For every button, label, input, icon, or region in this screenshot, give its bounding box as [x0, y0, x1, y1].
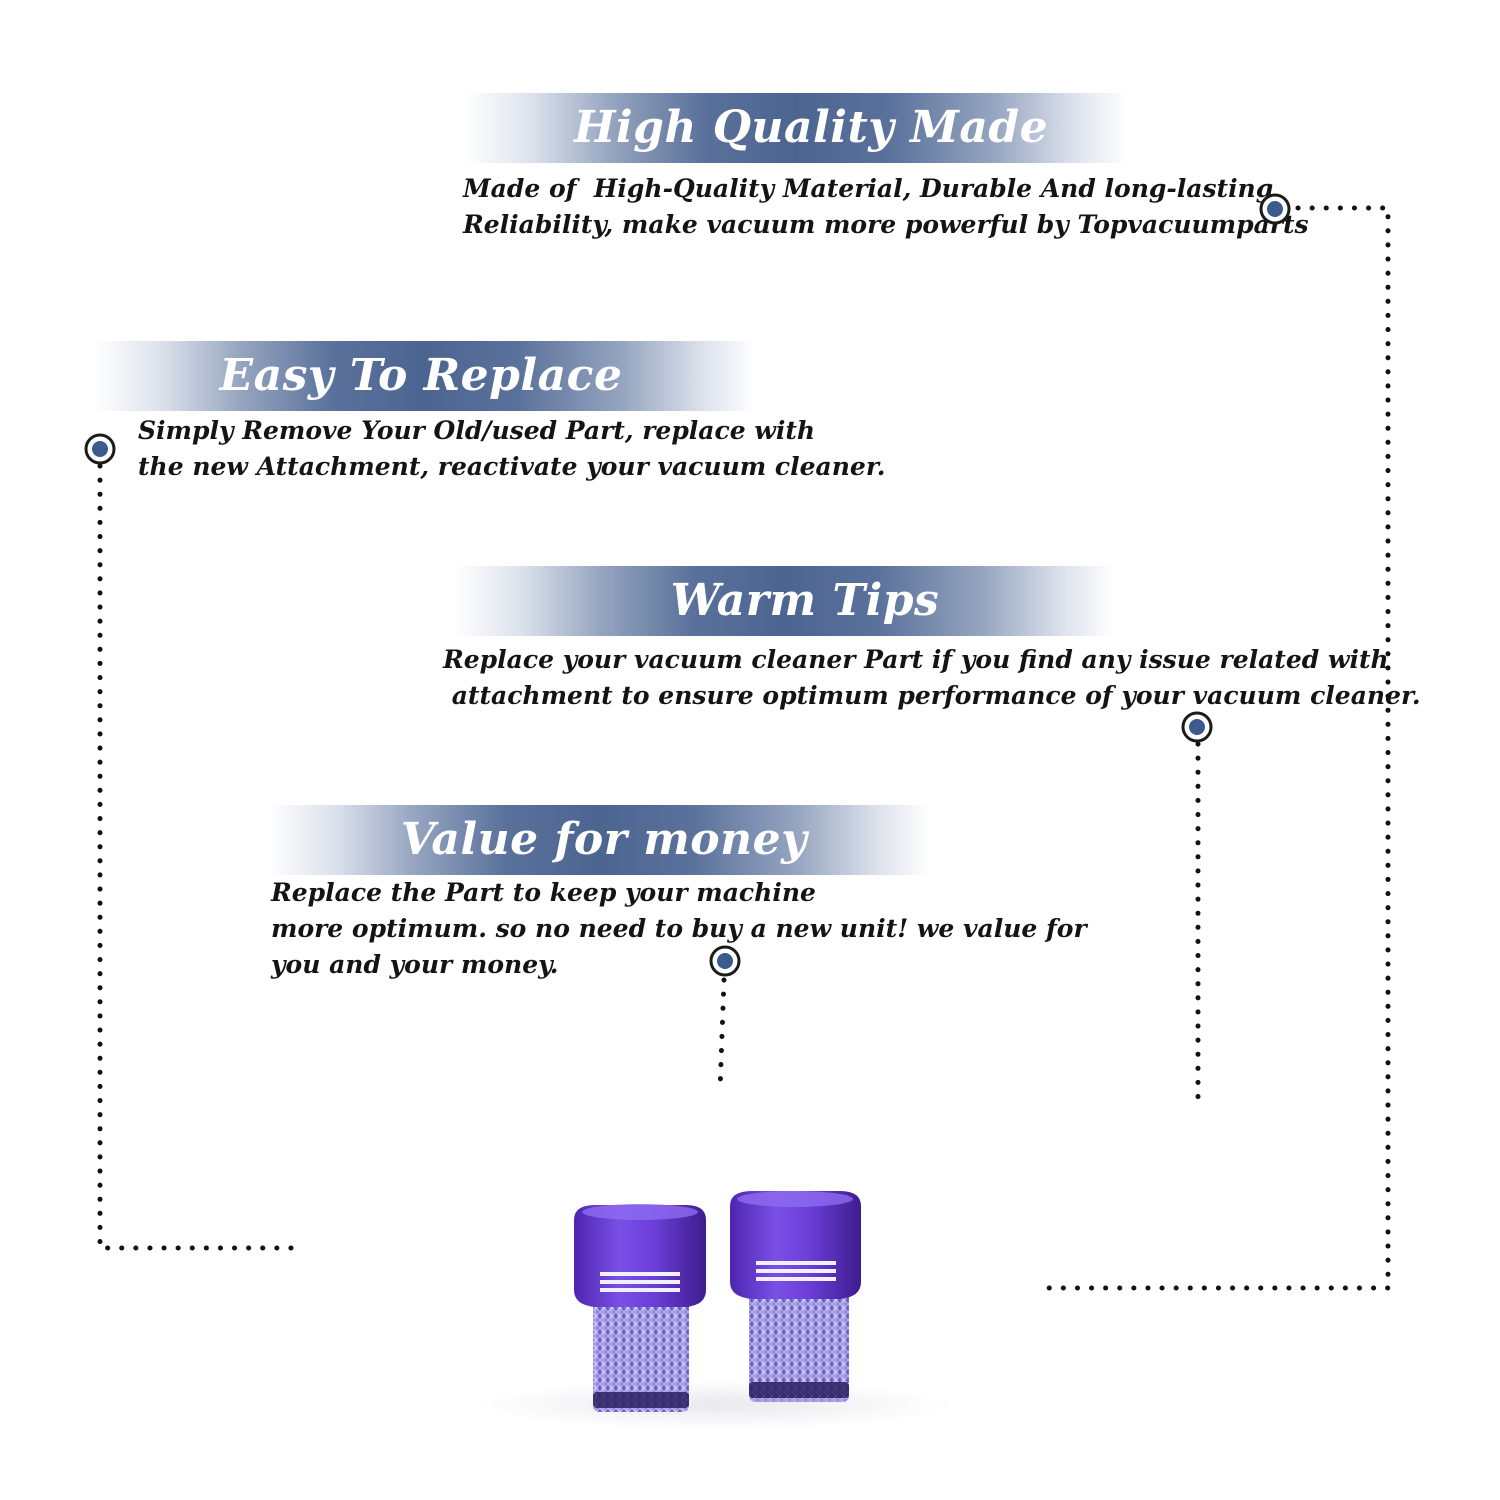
vacuum-filter-image	[475, 1191, 955, 1430]
description-line: Replace your vacuum cleaner Part if you …	[443, 645, 1389, 674]
description-easy-to-replace: Simply Remove Your Old/used Part, replac…	[138, 413, 885, 485]
banner-warm-tips: Warm Tips	[455, 566, 1115, 636]
description-line: Replace the Part to keep your machine	[271, 878, 816, 907]
description-line: Reliability, make vacuum more powerful b…	[463, 210, 1309, 239]
banner-title: Value for money	[400, 814, 808, 865]
description-line: Simply Remove Your Old/used Part, replac…	[138, 416, 816, 445]
connector-marker-icon	[84, 433, 116, 465]
description-warm-tips: Replace your vacuum cleaner Part if you …	[443, 642, 1421, 714]
banner-value-for-money: Value for money	[268, 805, 930, 875]
connector-line-easy-replace	[97, 463, 299, 1251]
connector-line-value	[717, 977, 727, 1093]
connector-marker-icon	[709, 945, 741, 977]
banner-title: Easy To Replace	[219, 350, 623, 401]
description-line: the new Attachment, reactivate your vacu…	[138, 452, 886, 481]
banner-title: Warm Tips	[670, 575, 940, 626]
filter-right	[730, 1191, 861, 1402]
banner-high-quality-made: High Quality Made	[465, 93, 1127, 163]
dotted-connector-lines	[97, 205, 1391, 1291]
connector-line-high-quality	[1037, 205, 1391, 1291]
description-line: Made of High-Quality Material, Durable A…	[463, 174, 1274, 203]
description-line: more optimum. so no need to buy a new un…	[271, 914, 1087, 943]
description-high-quality-made: Made of High-Quality Material, Durable A…	[463, 171, 1309, 243]
description-value-for-money: Replace the Part to keep your machine mor…	[271, 875, 1087, 983]
connector-marker-icon	[1259, 193, 1291, 225]
filter-left	[574, 1204, 706, 1412]
banner-title: High Quality Made	[573, 102, 1049, 153]
connector-marker-icon	[1181, 711, 1213, 743]
description-line: you and your money.	[271, 950, 559, 979]
description-line: attachment to ensure optimum performance…	[443, 681, 1421, 710]
banner-easy-to-replace: Easy To Replace	[95, 341, 755, 411]
